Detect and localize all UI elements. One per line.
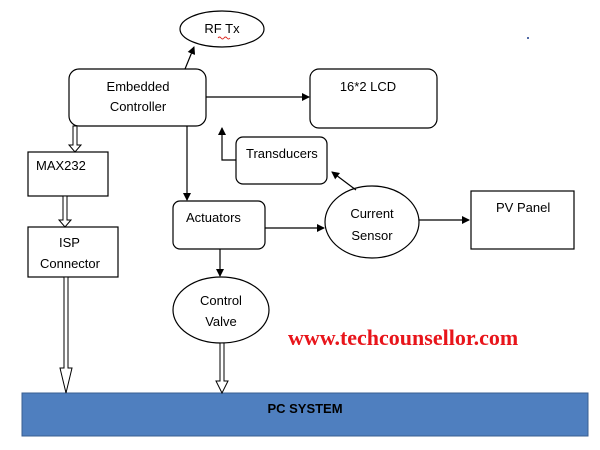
- control-valve-label-line2: Valve: [205, 314, 237, 329]
- transducers-label: Transducers: [246, 146, 318, 161]
- lcd-node: 16*2 LCD: [309, 68, 438, 129]
- embedded-controller-label-line1: Embedded: [107, 79, 170, 94]
- rf-tx-label: RF Tx: [204, 21, 240, 36]
- control-valve-label-line1: Control: [200, 293, 242, 308]
- control-valve-node: Control Valve: [172, 276, 270, 344]
- arrow-sensor-to-transducers: [331, 171, 357, 191]
- max232-label: MAX232: [36, 158, 86, 173]
- watermark-text: www.techcounsellor.com: [288, 325, 518, 350]
- embedded-controller-label-line2: Controller: [110, 99, 167, 114]
- hollow-arrow-max232-to-isp: [57, 195, 73, 228]
- transducers-node: Transducers: [235, 136, 328, 185]
- pc-system-label: PC SYSTEM: [267, 401, 342, 416]
- isp-connector-label-line2: Connector: [40, 256, 101, 271]
- isp-connector-node: ISP Connector: [27, 226, 119, 278]
- hollow-arrow-valve-to-pc: [215, 342, 229, 395]
- max232-node: MAX232: [27, 151, 109, 197]
- pc-system-bar: PC SYSTEM: [21, 392, 589, 437]
- arrow-controller-to-rftx: [184, 46, 196, 70]
- current-sensor-label-line2: Sensor: [351, 228, 393, 243]
- arrow-transducers-to-controller: [218, 127, 236, 161]
- lcd-label: 16*2 LCD: [340, 79, 396, 94]
- stray-dot: [527, 37, 529, 39]
- rf-tx-node: RF Tx: [179, 10, 265, 48]
- hollow-arrow-controller-to-max232: [67, 125, 83, 153]
- hollow-arrow-isp-to-pc: [59, 276, 73, 394]
- isp-connector-label-line1: ISP: [59, 235, 80, 250]
- embedded-controller-node: Embedded Controller: [68, 68, 207, 127]
- current-sensor-node: Current Sensor: [324, 185, 420, 259]
- pv-panel-label: PV Panel: [496, 200, 550, 215]
- actuators-label: Actuators: [186, 210, 241, 225]
- spellcheck-underline: [217, 36, 231, 40]
- current-sensor-label-line1: Current: [350, 206, 394, 221]
- actuators-node: Actuators: [172, 200, 266, 250]
- pv-panel-node: PV Panel: [470, 190, 575, 250]
